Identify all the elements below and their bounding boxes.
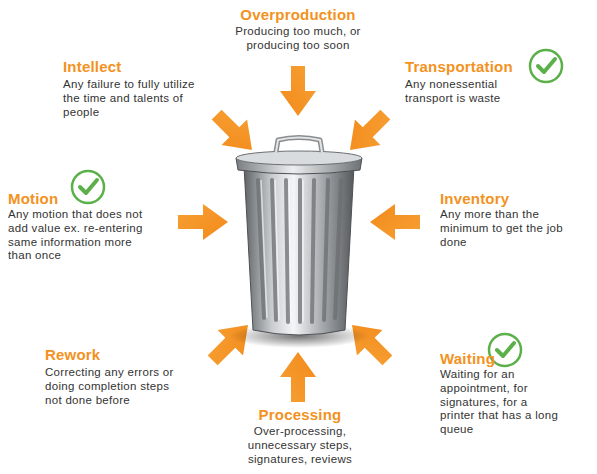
arrow: [178, 204, 228, 240]
check-mark: [530, 50, 562, 82]
waste-description: Any more than the minimum to get the job…: [440, 208, 590, 249]
waste-description: Any failure to fully utilize the time an…: [63, 78, 198, 119]
arrow: [370, 204, 420, 240]
waste-description: Over-processing, unnecessary steps, sign…: [232, 425, 368, 466]
arrow: [280, 66, 316, 116]
waste-description: Producing too much, or producing too soo…: [218, 25, 378, 53]
waste-heading: Intellect: [63, 58, 233, 76]
waste-heading: Waiting: [440, 350, 590, 368]
waste-heading: Overproduction: [198, 6, 398, 24]
waste-description: Any motion that does not add value ex. r…: [8, 208, 146, 263]
waste-heading: Transportation: [405, 58, 585, 76]
arrow: [280, 352, 316, 402]
waste-description: Waiting for an appointment, for signatur…: [440, 368, 560, 437]
waste-heading: Rework: [45, 346, 195, 364]
waste-description: Any nonessential transport is waste: [405, 78, 535, 106]
waste-heading: Inventory: [440, 190, 590, 208]
waste-heading: Motion: [8, 190, 128, 208]
arrows: [178, 66, 420, 402]
waste-heading: Processing: [225, 406, 375, 424]
trash-can: [229, 138, 369, 349]
check-mark: [72, 171, 104, 203]
waste-description: Correcting any errors or doing completio…: [45, 366, 185, 407]
